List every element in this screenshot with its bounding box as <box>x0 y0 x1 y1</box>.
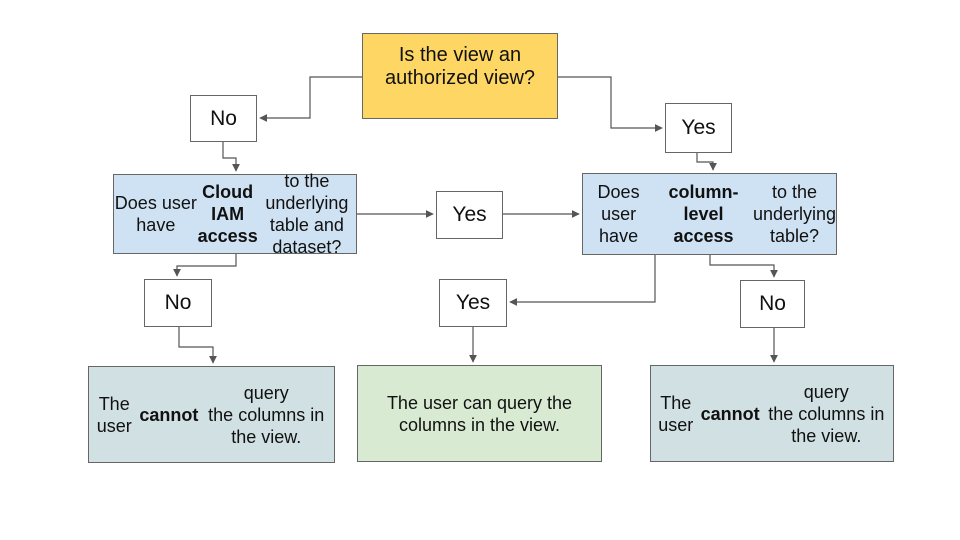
connector-column-question-to-yes-bottom <box>509 255 656 306</box>
connector-no-left-to-outcome-left <box>178 327 217 364</box>
node-outcome-cannot-right: The user cannot query the columns in the… <box>650 365 894 462</box>
node-outcome-can: The user can query the columns in the vi… <box>357 365 602 462</box>
connector-column-question-to-no-right <box>709 255 778 278</box>
node-branch-no-right: No <box>740 280 805 328</box>
connector-iam-question-to-no-left <box>173 254 237 277</box>
node-branch-no-left: No <box>144 279 212 327</box>
node-iam-question: Does user have Cloud IAM access to the u… <box>113 171 357 257</box>
node-branch-yes-mid: Yes <box>436 191 503 239</box>
node-column-question: Does user have column-level access to th… <box>582 173 837 255</box>
node-branch-no-top: No <box>190 95 257 142</box>
connector-no-top-to-iam-question <box>222 142 240 172</box>
connector-root-to-yes-top <box>558 76 663 132</box>
node-outcome-cannot-left: The user cannot query the columns in the… <box>88 366 335 463</box>
connector-yes-top-to-column-question <box>696 153 717 171</box>
connector-root-to-no-top <box>259 76 362 122</box>
node-root-question: Is the view an authorized view? <box>362 33 558 119</box>
node-branch-yes-top: Yes <box>665 103 732 153</box>
node-branch-yes-bottom: Yes <box>439 279 507 327</box>
